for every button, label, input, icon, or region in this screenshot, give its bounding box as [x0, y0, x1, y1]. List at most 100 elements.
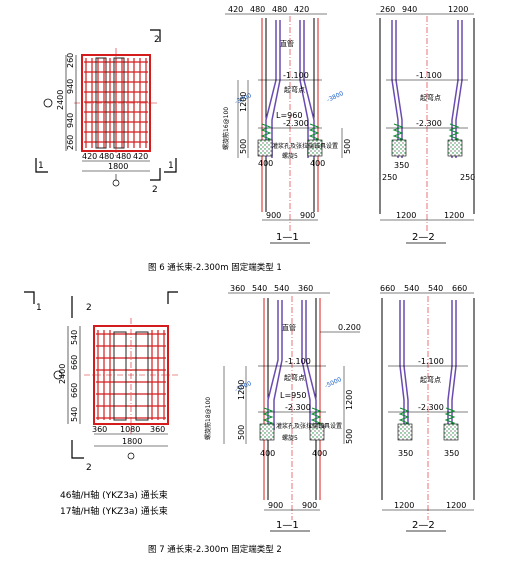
- fig6-s11-elev-lower: -2.300: [283, 119, 309, 128]
- fig6-plan-total: 1800: [108, 162, 128, 171]
- fig6-s11-500r: 500: [343, 139, 352, 154]
- fig6-plan-rdim-1: 940: [66, 79, 75, 94]
- fig7-plan-sec-a: 1: [36, 303, 42, 313]
- fig7-s11-elev-upper: -1.100: [285, 357, 311, 366]
- fig6-s11-L: L=960: [276, 111, 302, 120]
- fig6-plan: 2 2 1 1 2400 260 940 940 260 420 480 480…: [35, 29, 177, 195]
- fig6-s11-bdim-0: 900: [266, 211, 281, 220]
- fig6-s22-title: 2—2: [412, 232, 435, 243]
- fig7-plan-sec-c: 2: [86, 463, 92, 473]
- fig6-s11-elev-upper: -1.100: [283, 71, 309, 80]
- fig7-plan-bdim-1: 1080: [120, 425, 140, 434]
- fig6-plan-left-dim: 2400: [56, 90, 65, 110]
- fig6-plan-bdim-3: 420: [133, 152, 148, 161]
- fig7-s11-400b: 400: [312, 449, 327, 458]
- fig6-plan-sec-c: 1: [38, 161, 44, 171]
- fig6-plan-rdim-0: 260: [66, 53, 75, 68]
- fig7-s11-tdim-2: 540: [274, 284, 289, 293]
- fig7-plan: 1 2 2 2400 540 660 660 540 360 1080 360 …: [24, 291, 178, 517]
- fig6-s11-tdim-3: 420: [294, 5, 309, 14]
- fig7-s11-elev-lower: -2.300: [285, 403, 311, 412]
- fig6-s22-elev-upper: -1.100: [416, 71, 442, 80]
- fig6-s22-qiwan: 起弯点: [420, 93, 441, 102]
- fig6-s11-tdim-1: 480: [250, 5, 265, 14]
- fig7-s11-bdim-1: 900: [302, 501, 317, 510]
- fig7-s11-angle-r: -5000: [324, 376, 343, 390]
- fig6-caption: 图 6 通长束-2.300m 固定端类型 1: [148, 262, 282, 273]
- fig7-s11-L: L=950: [280, 391, 306, 400]
- fig7-plan-rdim-0: 540: [70, 330, 79, 345]
- fig6-s22-tdim-2: 1200: [448, 5, 468, 14]
- fig7-plan-bdim-2: 360: [150, 425, 165, 434]
- fig7-s11-bdim-0: 900: [268, 501, 283, 510]
- fig7-s11-500r: 500: [345, 429, 354, 444]
- fig6-s11-400b: 400: [310, 159, 325, 168]
- fig7-s11-1200: 1200: [237, 380, 246, 400]
- fig6-plan-bdim-1: 480: [99, 152, 114, 161]
- fig6-s22-250a: 250: [382, 173, 397, 182]
- fig7-plan-note2: 17轴/H轴 (YKZ3a) 通长束: [60, 505, 168, 517]
- fig7-plan-total: 1800: [122, 437, 142, 446]
- fig6-s11-title: 1—1: [276, 232, 299, 243]
- fig7-s22-tdim-2: 540: [428, 284, 443, 293]
- fig7-s11-1200r: 1200: [345, 390, 354, 410]
- fig6-plan-rdim-2: 940: [66, 113, 75, 128]
- fig7-caption: 图 7 通长束-2.300m 固定端类型 2: [148, 544, 282, 555]
- fig6-s11-1200: 1200: [239, 92, 248, 112]
- fig6-plan-rdim-3: 260: [66, 135, 75, 150]
- fig6-s22-bdim-0: 1200: [396, 211, 416, 220]
- fig6-s11-tdim-0: 420: [228, 5, 243, 14]
- fig6-s11-anchor: 灌浆孔及张拉端锚具设置: [272, 142, 338, 150]
- fig7-s22-350a: 350: [398, 449, 413, 458]
- fig6-section-1-1: 420 480 480 420 直管 -1.100 起弯点 L=960 -2.3…: [222, 5, 352, 244]
- fig6-plan-bdim-0: 420: [82, 152, 97, 161]
- fig7-s22-elev-lower: -2.300: [418, 403, 444, 412]
- fig6-plan-sec-b: 2: [152, 185, 158, 195]
- fig7-s11-zhiguan: 直管: [282, 323, 296, 332]
- fig7-s11-tdim-0: 360: [230, 284, 245, 293]
- fig6-s11-spiral: 螺旋5: [282, 152, 298, 160]
- fig6-plan-sec-d: 1: [168, 161, 174, 171]
- fig6-s11-500: 500: [239, 139, 248, 154]
- fig6-s22-tdim-0: 260: [380, 5, 395, 14]
- fig7-s11-qiwan: 起弯点: [284, 373, 305, 382]
- fig7-s22-350b: 350: [444, 449, 459, 458]
- fig6-s11-tdim-2: 480: [272, 5, 287, 14]
- fig6-s11-angle-r: -3800: [326, 90, 345, 104]
- fig6-s11-qiwan: 起弯点: [284, 85, 305, 94]
- fig6-axis-bubble: [43, 98, 53, 108]
- fig7-s11-title: 1—1: [276, 520, 299, 531]
- fig6-plan-sec-a: 2: [154, 35, 160, 45]
- fig7-plan-left-dim: 2400: [58, 364, 67, 384]
- fig7-s22-elev-upper: -1.100: [418, 357, 444, 366]
- fig6-s22-elev-lower: -2.300: [416, 119, 442, 128]
- fig7-s11-tdim-1: 540: [252, 284, 267, 293]
- fig7-s11-vlabel: 螺旋筋18@100: [204, 397, 212, 440]
- fig7-section-2-2: 660 540 540 660 -1.100 起弯点 -2.300 350 35…: [380, 284, 475, 532]
- fig7-s22-bdim-0: 1200: [394, 501, 414, 510]
- fig7-plan-rdim-3: 540: [70, 407, 79, 422]
- fig7-s22-title: 2—2: [412, 520, 435, 531]
- fig7-s11-spiral: 螺旋5: [282, 434, 298, 442]
- fig7-plan-sec-b: 2: [86, 303, 92, 313]
- fig6-s11-zhiguan: 直管: [280, 39, 294, 48]
- fig7-section-1-1: 360 540 540 360 直管 0.200 -1.100 起弯点 L=95…: [204, 284, 361, 532]
- fig6-s22-350: 350: [394, 161, 409, 170]
- fig7-s11-anchor: 灌浆孔及张拉端锚具设置: [276, 422, 342, 430]
- fig6-s11-vlabel: 螺旋筋16@100: [222, 107, 230, 150]
- fig6-section-2-2: 260 940 1200 -1.100 起弯点 -2.300 350 250 2…: [376, 5, 475, 244]
- fig7-plan-note1: 46轴/H轴 (YKZ3a) 通长束: [60, 489, 168, 501]
- fig7-s22-tdim-0: 660: [380, 284, 395, 293]
- fig7-s22-tdim-3: 660: [452, 284, 467, 293]
- fig7-s22-qiwan: 起弯点: [420, 375, 441, 384]
- fig7-s22-bdim-1: 1200: [446, 501, 466, 510]
- fig7-s11-500: 500: [237, 425, 246, 440]
- fig7-plan-rdim-1: 660: [70, 355, 79, 370]
- fig7-s11-elev-top: 0.200: [338, 323, 361, 332]
- fig6-plan-bdim-2: 480: [116, 152, 131, 161]
- fig6-s22-tdim-1: 940: [402, 5, 417, 14]
- fig6-s11-400a: 400: [258, 159, 273, 168]
- fig7-plan-rdim-2: 660: [70, 383, 79, 398]
